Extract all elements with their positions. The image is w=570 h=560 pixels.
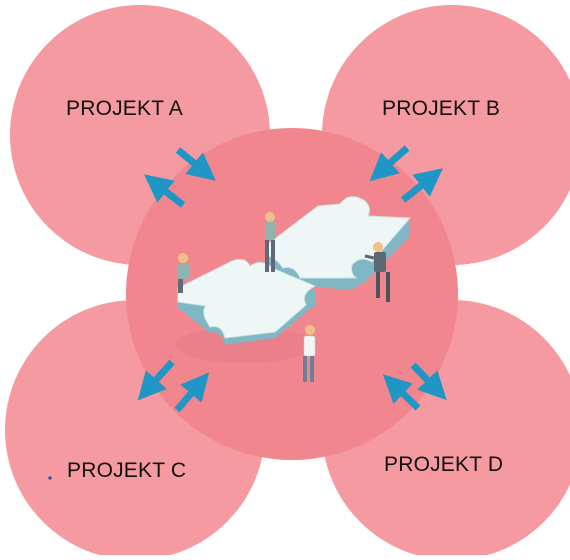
project-d-label: PROJEKT D <box>384 453 504 476</box>
bidirectional-arrow-icon <box>137 359 175 401</box>
bidirectional-arrow-icon <box>143 174 186 208</box>
bidirectional-arrow-icon <box>410 362 447 401</box>
bidirectional-arrow-icon <box>369 145 410 182</box>
arrows-project-c <box>137 359 210 413</box>
project-a-label: PROJEKT A <box>66 97 183 120</box>
person-figure-icon <box>265 212 275 272</box>
bidirectional-arrow-icon <box>175 147 216 181</box>
bidirectional-arrow-icon <box>174 372 210 413</box>
project-c-label: PROJEKT C <box>67 459 187 482</box>
puzzle-pieces-illustration <box>175 196 412 363</box>
arrows-project-b <box>369 145 443 203</box>
person-figure-icon <box>178 253 189 293</box>
arrows-project-a <box>143 147 216 208</box>
project-b-label: PROJEKT B <box>382 97 501 120</box>
bidirectional-arrow-icon <box>382 374 421 411</box>
bullet-dot <box>48 476 52 480</box>
arrows-project-d <box>382 362 447 411</box>
person-figure-icon <box>364 242 390 302</box>
bidirectional-arrow-icon <box>400 168 443 203</box>
person-figure-icon <box>303 325 316 382</box>
